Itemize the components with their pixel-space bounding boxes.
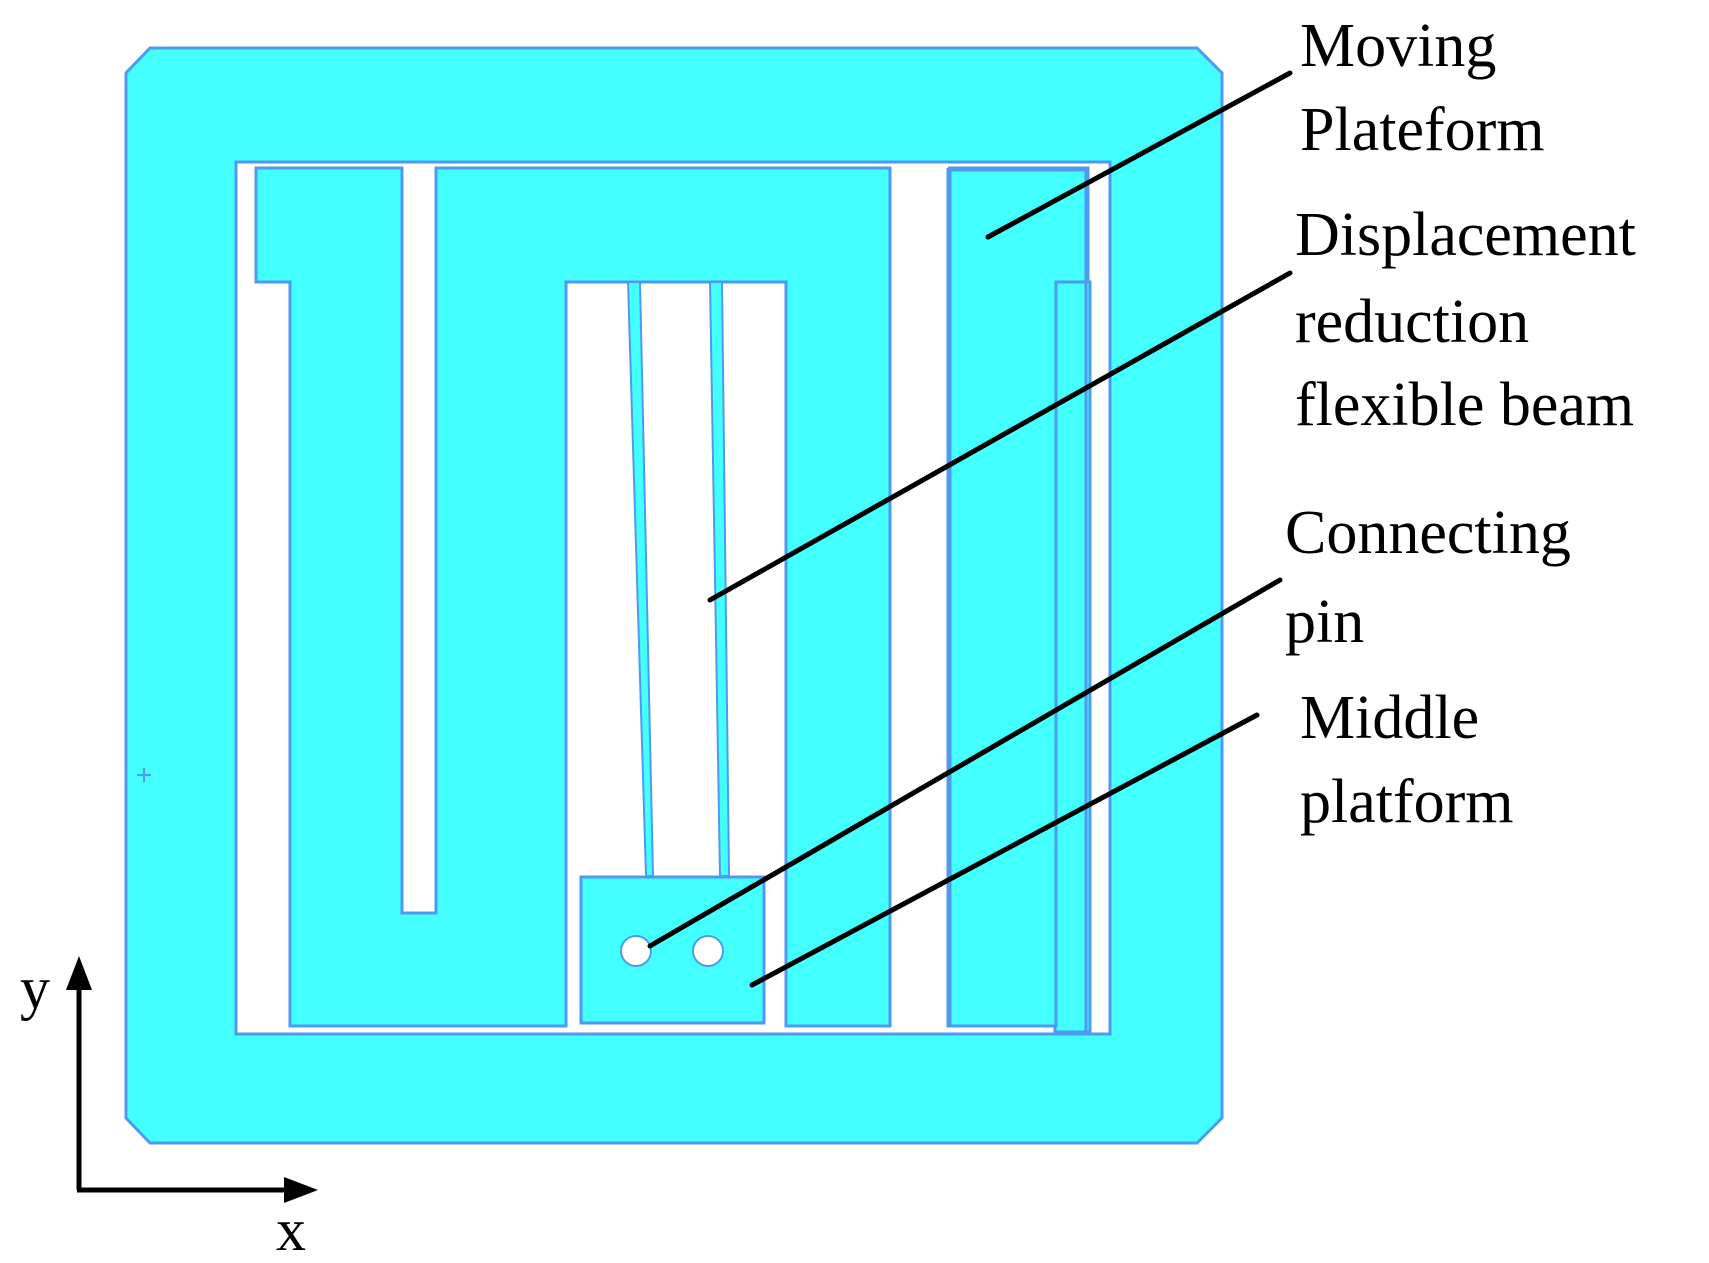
coordinate-axes: y x xyxy=(20,955,318,1263)
x-axis-label: x xyxy=(276,1197,306,1263)
leader-flexible-beam xyxy=(707,270,1293,603)
label-moving-platform: Moving Plateform xyxy=(1300,12,1545,164)
leader-middle-platform xyxy=(749,712,1260,988)
label-middle-platform-line1: Middle xyxy=(1300,684,1479,752)
label-middle-platform-line2: platform xyxy=(1300,768,1514,836)
label-connecting-pin-line2: pin xyxy=(1285,588,1364,656)
flexible-beam-left xyxy=(626,281,655,877)
y-axis-arrowhead xyxy=(66,956,92,990)
leader-moving-platform xyxy=(985,70,1293,240)
outer-frame xyxy=(124,46,1224,1145)
y-axis-label: y xyxy=(20,955,50,1021)
label-connecting-pin: Connecting pin xyxy=(1285,499,1586,656)
label-moving-platform-line2: Plateform xyxy=(1300,96,1545,164)
connecting-pin-left xyxy=(620,935,652,967)
outer-frame-group xyxy=(124,46,1224,1145)
right-arm xyxy=(948,168,1088,1028)
leader-connecting-pin xyxy=(647,577,1283,949)
label-moving-platform-line1: Moving xyxy=(1300,12,1496,80)
middle-platform-group xyxy=(579,875,766,1025)
flexible-beam-right xyxy=(708,281,731,877)
label-displacement-beam-line2: reduction xyxy=(1295,288,1529,356)
x-axis-arrowhead xyxy=(284,1177,318,1203)
label-middle-platform: Middle platform xyxy=(1300,684,1514,836)
label-displacement-beam-line3: flexible beam xyxy=(1295,371,1634,439)
right-connector xyxy=(1084,280,1092,1034)
label-displacement-beam-line1: Displacement xyxy=(1295,201,1636,269)
connecting-pin-right xyxy=(692,935,724,967)
label-displacement-beam: Displacement reduction flexible beam xyxy=(1295,201,1651,439)
leader-lines xyxy=(647,70,1293,988)
frame-marker xyxy=(137,768,151,782)
left-u-beam xyxy=(254,166,892,1028)
label-connecting-pin-line1: Connecting xyxy=(1285,499,1571,567)
middle-platform xyxy=(579,875,766,1025)
